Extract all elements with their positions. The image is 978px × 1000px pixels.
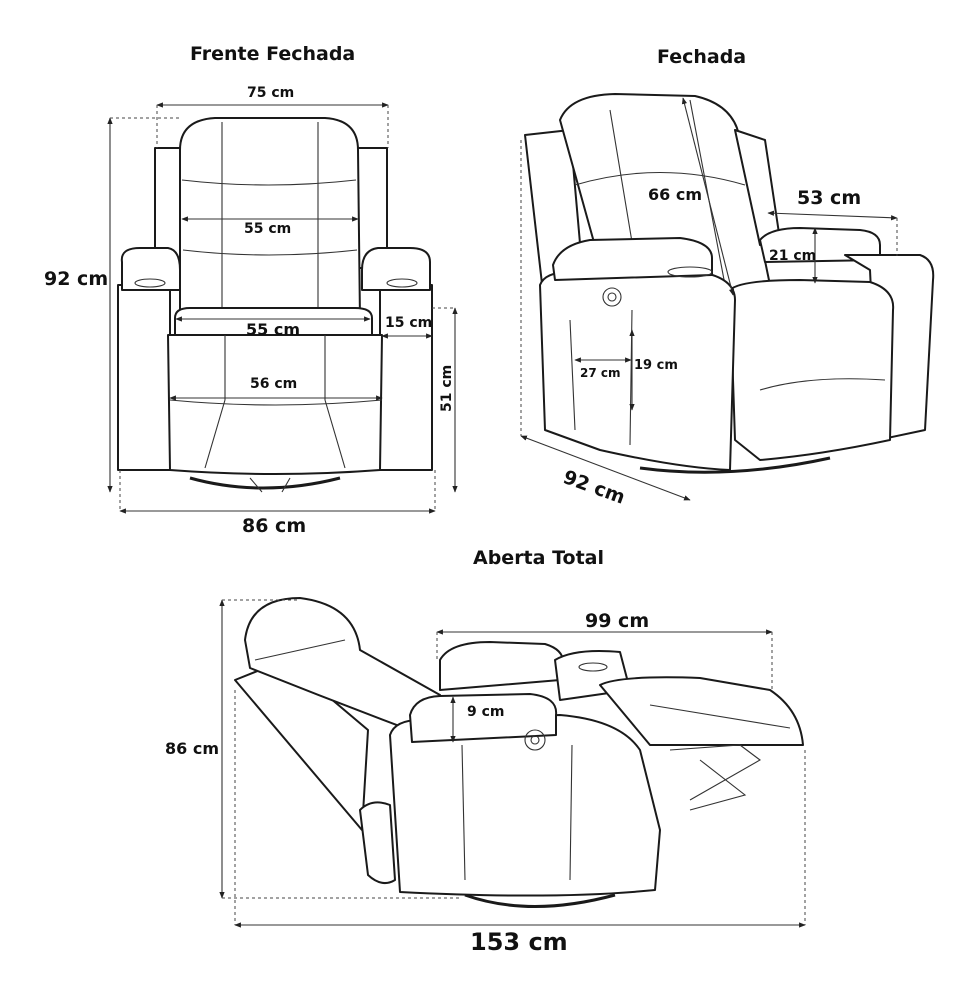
dim-seat-height: 51 cm [439,364,455,412]
side-view-title: Fechada [657,46,747,68]
dim-footrest-length: 99 cm [585,610,650,632]
dim-top-width: 75 cm [247,85,295,101]
front-view-title: Frente Fechada [190,43,356,65]
dim-open-length: 153 cm [470,928,568,956]
dim-pocket-height: 19 cm [634,358,678,373]
dim-back-height: 66 cm [648,185,702,204]
dim-total-height: 92 cm [44,268,109,290]
dim-seat-depth: 53 cm [797,187,862,209]
dim-lower-width: 56 cm [250,376,298,392]
open-view-chair [234,597,804,908]
open-view-title: Aberta Total [473,547,604,569]
open-view-dimensions [219,599,806,928]
dim-seat-width: 55 cm [246,320,300,339]
dim-arm-width: 15 cm [385,315,433,331]
front-view-chair [117,117,433,493]
dim-pocket-width: 27 cm [580,366,621,380]
dim-arm-height: 21 cm [769,248,817,264]
side-view-chair [524,93,935,474]
dim-back-width: 55 cm [244,221,292,237]
side-view-dimensions [520,97,898,501]
dim-open-height: 86 cm [165,739,219,758]
front-view-dimensions [107,102,458,514]
dim-total-width: 86 cm [242,515,307,537]
dim-arm-thickness: 9 cm [467,704,505,720]
